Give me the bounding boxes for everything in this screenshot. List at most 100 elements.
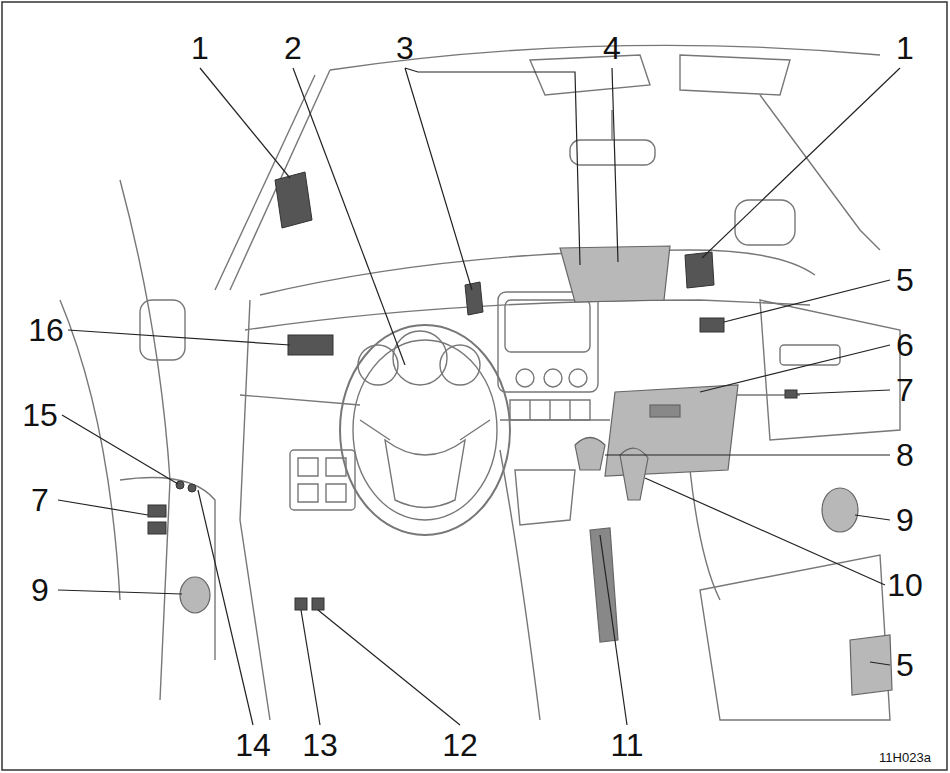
side-mirror: [140, 300, 185, 360]
side-vent: [288, 335, 333, 355]
callout-number: 8: [896, 439, 914, 471]
callout-number: 15: [22, 399, 58, 431]
knob: [544, 369, 562, 387]
leader-lines: [58, 68, 900, 725]
a-pillar: [230, 70, 330, 290]
callout-number: 2: [284, 32, 302, 64]
air-vent: [465, 282, 483, 315]
callout-number: 1: [896, 32, 914, 64]
door-handle: [780, 345, 840, 365]
callout-number: 7: [31, 484, 49, 516]
cup-holder: [515, 470, 575, 525]
switch-row: [510, 400, 590, 420]
side-mirror: [735, 200, 795, 245]
callout-number: 12: [442, 729, 478, 761]
lock-switch: [188, 484, 196, 492]
window-switch: [148, 522, 166, 534]
vents: [148, 172, 797, 610]
leader-line: [612, 68, 618, 262]
center-panel: [498, 292, 598, 392]
steering-wheel: [353, 340, 497, 520]
a-pillar: [760, 95, 880, 250]
leader-line: [198, 490, 253, 725]
callout-number: 5: [896, 264, 914, 296]
switches: [298, 458, 346, 502]
switch: [295, 598, 307, 610]
leader-line: [855, 515, 890, 520]
leader-line: [293, 68, 405, 365]
leader-line: [301, 610, 320, 725]
air-vent: [275, 172, 312, 228]
left-door: [60, 180, 170, 700]
left-door-panel: [120, 478, 215, 661]
leader-line: [724, 280, 890, 322]
door-knob: [822, 488, 858, 532]
callout-number: 14: [235, 729, 271, 761]
steering-wheel: [340, 325, 510, 535]
leader-line: [797, 390, 890, 394]
door-knob: [180, 577, 210, 613]
center-console: [700, 555, 890, 720]
center-display: [505, 300, 590, 352]
callout-number: 10: [887, 569, 923, 601]
callout-number: 7: [896, 374, 914, 406]
right-door-panel: [760, 300, 900, 440]
glove-handle: [650, 405, 680, 417]
mirror-stem: [611, 110, 612, 140]
leader-line: [68, 330, 290, 345]
callout-number: 1: [191, 32, 209, 64]
callout-number: 3: [396, 32, 414, 64]
shift-knob: [575, 438, 605, 471]
leader-line: [870, 662, 890, 665]
dashboard-top: [260, 250, 815, 295]
dash-edge: [240, 300, 270, 720]
console-box: [850, 635, 892, 695]
leader-line: [58, 500, 148, 515]
callout-number: 11: [610, 729, 643, 761]
wheel-hub: [385, 440, 465, 508]
rear-mirror: [570, 140, 655, 165]
figure-code: 11H023a: [879, 751, 931, 764]
knob: [516, 369, 534, 387]
a-pillar: [215, 75, 315, 290]
lock-switch: [176, 481, 184, 489]
leader-line: [318, 610, 460, 725]
leader-line: [200, 68, 290, 178]
air-vent: [685, 252, 714, 288]
window-switch: [148, 505, 166, 517]
leader-line: [58, 590, 182, 594]
knob: [569, 369, 587, 387]
leader-line: [600, 535, 627, 725]
callout-number: 13: [302, 729, 338, 761]
sun-visor: [530, 55, 650, 95]
callout-number: 4: [603, 32, 621, 64]
leader-line: [645, 478, 885, 585]
callout-number: 5: [896, 649, 914, 681]
callout-number: 9: [896, 504, 914, 536]
switch-panel: [290, 450, 355, 510]
transfer-knob: [620, 448, 648, 500]
parking-brake: [590, 528, 618, 642]
console-sides: [500, 450, 720, 720]
passenger-airbag: [560, 246, 670, 302]
cabin-lines: [60, 45, 900, 720]
callout-number: 16: [28, 314, 64, 346]
leader-line: [605, 454, 890, 455]
dashboard-line: [245, 300, 810, 330]
window-switch: [785, 390, 797, 398]
gauge: [393, 331, 447, 385]
gauge: [440, 345, 480, 385]
leader-line: [405, 68, 580, 290]
highlighted-parts: [180, 246, 892, 695]
switch: [312, 598, 324, 610]
callout-number: 9: [31, 574, 49, 606]
callout-number: 6: [896, 329, 914, 361]
gauge: [358, 345, 398, 385]
wheel-spoke: [360, 420, 490, 440]
sun-visor: [680, 55, 790, 95]
leader-line: [702, 68, 900, 258]
leader-line: [62, 415, 178, 484]
